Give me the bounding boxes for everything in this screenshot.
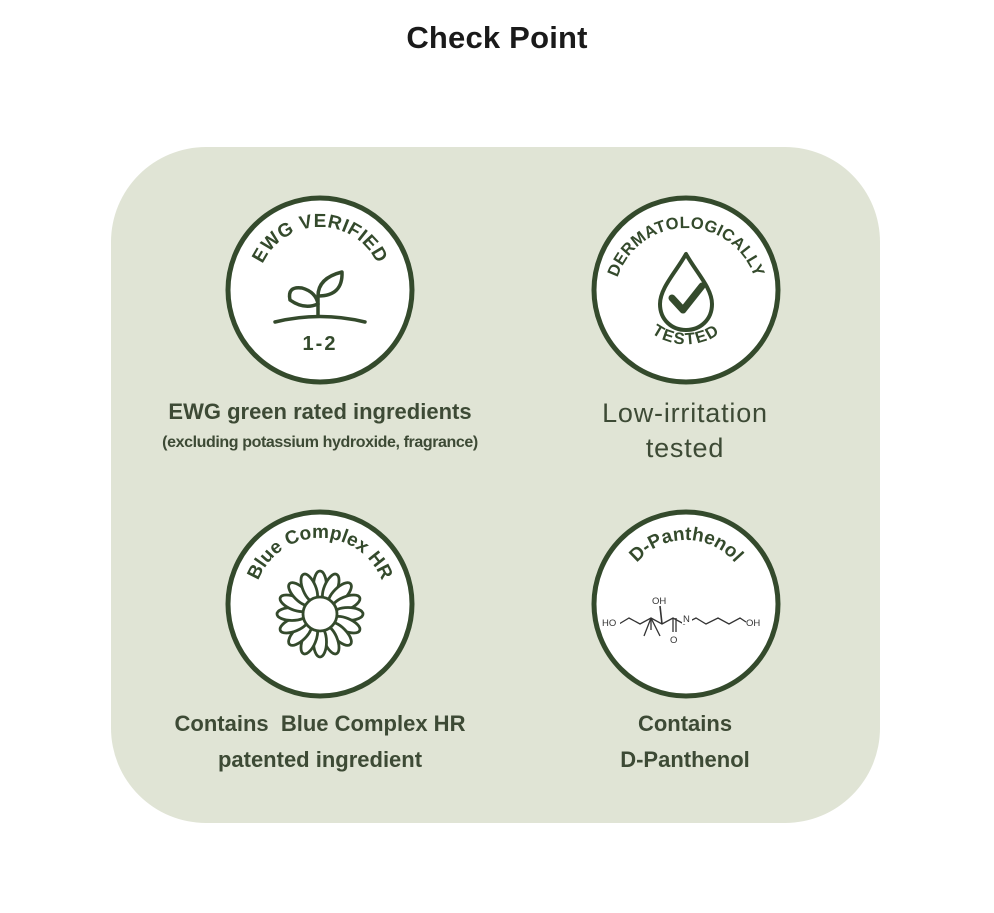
molecule-oh-top: OH — [652, 596, 666, 607]
d-panthenol-caption-line2: D-Panthenol — [620, 747, 750, 772]
derma-caption-line1: Low-irritation — [602, 398, 768, 428]
water-drop-check-icon — [658, 252, 714, 332]
molecule-structure-icon: HO OH N O OH — [602, 596, 760, 646]
molecule-nitrogen: N — [683, 614, 690, 625]
ewg-verified-badge: EWG VERIFIED 1-2 — [222, 192, 418, 388]
ewg-caption-line1: EWG green rated ingredients — [168, 399, 472, 424]
sprout-icon — [273, 270, 367, 324]
derma-caption: Low-irritation tested — [545, 396, 825, 466]
molecule-oxygen: O — [670, 635, 677, 646]
daisy-flower-icon — [275, 569, 365, 659]
d-panthenol-badge: D-Panthenol HO OH N O OH — [588, 506, 784, 702]
blue-complex-badge: Blue Complex HR — [222, 506, 418, 702]
derma-caption-line2: tested — [645, 433, 725, 463]
ewg-score-text: 1-2 — [303, 333, 338, 355]
blue-complex-caption-line1: Contains Blue Complex HR — [174, 711, 466, 736]
dermatologically-tested-badge: DERMATOLOGICALLY TESTED — [588, 192, 784, 388]
blue-complex-caption: Contains Blue Complex HR patented ingred… — [140, 706, 500, 778]
molecule-ho-left: HO — [602, 618, 616, 629]
ewg-caption-line2: (excluding potassium hydroxide, fragranc… — [162, 434, 478, 451]
d-panthenol-caption-line1: Contains — [637, 711, 733, 736]
ewg-caption: EWG green rated ingredients (excluding p… — [140, 394, 500, 456]
d-panthenol-caption: Contains D-Panthenol — [545, 706, 825, 778]
page-title: Check Point — [406, 20, 588, 55]
molecule-oh-right: OH — [746, 618, 760, 629]
blue-complex-caption-line2: patented ingredient — [217, 747, 423, 772]
